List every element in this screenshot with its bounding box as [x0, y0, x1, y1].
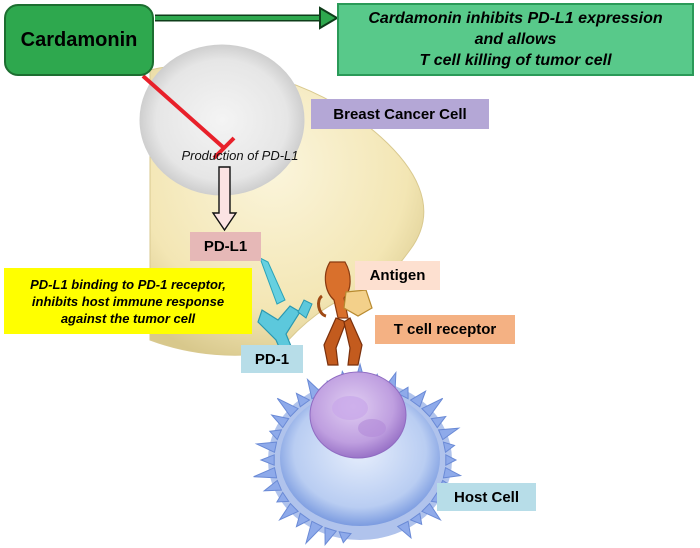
antigen-peptide: [343, 289, 373, 317]
host-cell-spike: [295, 392, 311, 408]
binding-note-box: PD-L1 binding to PD-1 receptor, inhibits…: [4, 268, 252, 334]
effect-line-2: and allows: [474, 31, 557, 48]
antigen-label: Antigen: [355, 261, 440, 290]
host-cell-spike: [421, 397, 444, 418]
binding-note-line-3: against the tumor cell: [60, 310, 196, 326]
host-cell-spike: [278, 502, 299, 521]
host-cell-spike: [253, 466, 278, 479]
host-cell-spike: [430, 415, 447, 429]
t-cell-receptor-label: T cell receptor: [375, 315, 515, 344]
production-of-pd-l1-label: Production of PD-L1: [160, 145, 320, 165]
host-cell-spike: [270, 414, 290, 429]
breast-cancer-cell-text: Breast Cancer Cell: [333, 105, 467, 123]
binding-note-line-2: inhibits host immune response: [31, 293, 225, 309]
host-cell-spike: [276, 397, 299, 418]
t-cell-receptor-complex: [317, 261, 373, 366]
green-arrow-head: [319, 6, 339, 30]
host-cell-spike: [305, 520, 324, 545]
effect-line-1: Cardamonin inhibits PD-L1 expression: [368, 10, 663, 27]
host-cell-spike: [445, 453, 458, 467]
host-cell-spike: [295, 512, 311, 528]
production-arrow: [211, 166, 238, 232]
cardamonin-box: Cardamonin: [4, 4, 154, 76]
host-cell-spike: [396, 386, 409, 400]
host-cell-spike: [262, 479, 283, 492]
host-cell-spike: [421, 502, 442, 521]
host-cell-spike: [442, 466, 463, 479]
host-cell-spike: [254, 441, 278, 454]
effect-line-3: T cell killing of tumor cell: [419, 52, 612, 69]
host-cell-spike: [259, 454, 275, 466]
effect-box: Cardamonin inhibits PD-L1 expression and…: [337, 3, 694, 76]
host-cell-spike: [275, 491, 290, 503]
host-cell-label: Host Cell: [437, 483, 536, 511]
antigen-text: Antigen: [369, 267, 426, 284]
host-cell-spike: [338, 531, 352, 544]
host-cell-spike: [268, 429, 283, 441]
inhibition-bar: [212, 136, 236, 160]
host-cell-spike: [396, 520, 412, 540]
host-cell-spike: [409, 512, 423, 526]
host-cell-spike: [442, 441, 456, 454]
host-cell-spike: [324, 526, 338, 546]
host-cell-spike: [409, 389, 427, 408]
production-text: Production of PD-L1: [181, 147, 299, 163]
t-cell-receptor-text: T cell receptor: [393, 321, 497, 338]
breast-cancer-cell-label: Breast Cancer Cell: [311, 99, 489, 129]
inhibition-line: [141, 74, 226, 150]
pd-1-label: PD-1: [241, 345, 303, 373]
pd-1-text: PD-1: [254, 350, 290, 368]
pd-l1-ligand: [259, 256, 286, 305]
host-cell: [253, 362, 463, 546]
host-cell-text: Host Cell: [453, 488, 519, 506]
pd-l1-label: PD-L1: [190, 232, 261, 261]
binding-note-line-1: PD-L1 binding to PD-1 receptor,: [30, 276, 226, 292]
host-cell-spike: [437, 427, 461, 441]
cardamonin-label: Cardamonin: [20, 28, 138, 51]
pd-l1-text: PD-L1: [203, 238, 248, 255]
